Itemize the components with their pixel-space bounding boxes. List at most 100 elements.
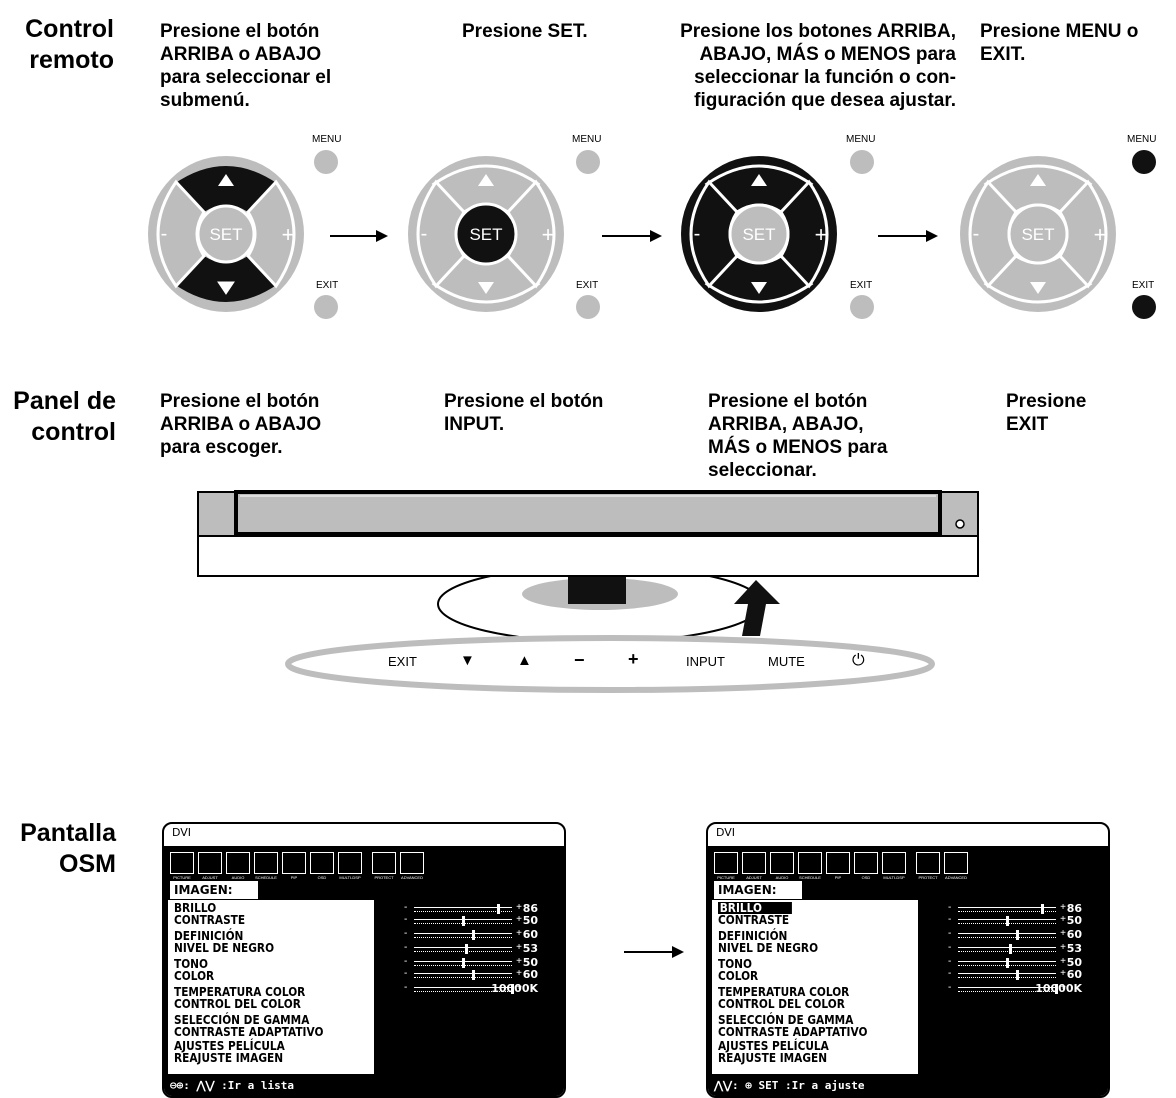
osm-item: CONTRASTE ADAPTATIVO xyxy=(174,1025,324,1039)
osm-item-list: BRILLO CONTRASTE DEFINICIÓN NIVEL DE NEG… xyxy=(712,900,918,1074)
osm-slider-knob xyxy=(511,984,514,994)
osm-slider: -+ xyxy=(948,982,1066,994)
exit-label-1: EXIT xyxy=(316,280,339,291)
osm-slider-knob xyxy=(1055,984,1058,994)
monitor-lower-bezel xyxy=(197,535,979,577)
pip-icon: PIP xyxy=(282,852,306,880)
osm-item: REAJUSTE IMAGEN xyxy=(174,1051,284,1065)
picture-icon: PICTURE xyxy=(170,852,194,880)
remote-pad-1: SET - + xyxy=(146,154,306,314)
remote-pad-3: SET - + xyxy=(679,154,839,314)
osm-header: Pantalla OSM xyxy=(20,819,116,878)
osm-footer: ⋀⋁: ⊕ SET :Ir a ajuste xyxy=(714,1079,865,1092)
remote-pad-2: SET - + xyxy=(406,154,566,314)
osm-slider: -+ xyxy=(404,928,522,940)
panel-mute-label: MUTE xyxy=(768,654,805,669)
osm-slider-knob xyxy=(471,970,475,980)
svg-text:-: - xyxy=(973,223,980,245)
osm-slider-knob xyxy=(1015,930,1019,940)
menu-label-2: MENU xyxy=(572,134,602,145)
panel-step3-text: Presione el botón ARRIBA, ABAJO, MÁS o M… xyxy=(708,391,888,481)
osm-slider: -+ xyxy=(404,956,522,968)
panel-step4-text: Presione EXIT xyxy=(1006,391,1087,435)
osm-slider-value: 50 xyxy=(522,914,538,927)
osm-item: TEMPERATURA COLOR xyxy=(718,985,850,999)
osm-slider-knob xyxy=(464,944,468,954)
osm-slider-value: 50 xyxy=(1066,914,1082,927)
multi-dsp-icon: MULTI-DSP xyxy=(338,852,362,880)
osm-item: SELECCIÓN DE GAMMA xyxy=(174,1013,310,1027)
pip-icon: PIP xyxy=(826,852,850,880)
osm-item: NIVEL DE NEGRO xyxy=(718,941,819,955)
osm-item: SELECCIÓN DE GAMMA xyxy=(718,1013,854,1027)
remote-step2b-text: Presione los botones ARRIBA, ABAJO, MÁS … xyxy=(680,21,956,111)
svg-text:SET: SET xyxy=(209,225,242,244)
button-strip-outline xyxy=(285,635,935,693)
panel-buttons: EXIT ▼ ▲ − + INPUT MUTE ⏻ xyxy=(380,649,880,674)
svg-text:-: - xyxy=(694,223,701,245)
osm-section-title: IMAGEN: xyxy=(714,881,802,899)
svg-text:SET: SET xyxy=(1021,225,1054,244)
osm-slider: -+ xyxy=(948,902,1066,914)
osm-screen-2: DVI PICTURE ADJUST AUDIO SCHEDULE PIP OS… xyxy=(706,822,1110,1098)
panel-plus-label: + xyxy=(628,649,639,669)
osm-input-name: DVI xyxy=(716,826,736,839)
osm-item: CONTROL DEL COLOR xyxy=(718,997,845,1011)
audio-icon: AUDIO xyxy=(770,852,794,880)
osm-item: BRILLO xyxy=(174,901,217,915)
osm-slider: -+ xyxy=(404,942,522,954)
exit-label-4: EXIT xyxy=(1132,280,1155,291)
osm-slider-panel: -+86-+50-+60-+53-+50-+60-+10000K xyxy=(918,900,1104,1074)
osm-slider-value: 10000K xyxy=(491,982,538,995)
svg-text:SET: SET xyxy=(469,225,502,244)
pointer-arrow xyxy=(734,580,780,636)
exit-label-2: EXIT xyxy=(576,280,599,291)
osm-slider-value: 50 xyxy=(522,956,538,969)
osm-slider: -+ xyxy=(404,968,522,980)
svg-text:SET: SET xyxy=(742,225,775,244)
osm-slider-value: 86 xyxy=(1066,902,1082,915)
set-button xyxy=(454,202,518,266)
panel-step1-text: Presione el botón ARRIBA o ABAJO para es… xyxy=(160,391,322,458)
osm-slider-value: 53 xyxy=(1066,942,1082,955)
osd-icon: OSD xyxy=(854,852,878,880)
schedule-icon: SCHEDULE xyxy=(798,852,822,880)
osm-slider-knob xyxy=(462,916,465,926)
power-icon: ⏻ xyxy=(852,650,865,669)
osm-item: DEFINICIÓN xyxy=(718,929,788,943)
osm-slider-knob xyxy=(1006,958,1009,968)
panel-down-label: ▼ xyxy=(460,652,475,669)
osm-input-name: DVI xyxy=(172,826,192,839)
osm-item: CONTRASTE xyxy=(718,913,790,927)
multi-dsp-icon: MULTI-DSP xyxy=(882,852,906,880)
panel-up-label: ▲ xyxy=(517,652,532,669)
osm-slider-knob xyxy=(497,904,501,914)
osm-section-title: IMAGEN: xyxy=(170,881,258,899)
osm-slider-value: 86 xyxy=(522,902,538,915)
osm-screen-1: DVI PICTURE ADJUST AUDIO SCHEDULE PIP OS… xyxy=(162,822,566,1098)
osm-item: COLOR xyxy=(718,969,759,983)
menu-label-1: MENU xyxy=(312,134,342,145)
svg-text:+: + xyxy=(282,222,295,247)
remote-step2a-text: Presione SET. xyxy=(462,21,588,42)
osm-arrow xyxy=(624,946,684,958)
osm-slider: -+ xyxy=(404,914,522,926)
remote-header: Control remoto xyxy=(25,15,114,74)
osm-slider-panel: -+86-+50-+60-+53-+50-+60-+10000K xyxy=(374,900,560,1074)
schedule-icon: SCHEDULE xyxy=(254,852,278,880)
audio-icon: AUDIO xyxy=(226,852,250,880)
arrow-2 xyxy=(602,230,662,242)
svg-text:+: + xyxy=(542,222,555,247)
menu-label-3: MENU xyxy=(846,134,876,145)
panel-step2-text: Presione el botón INPUT. xyxy=(444,391,604,435)
osm-item: AJUSTES PELÍCULA xyxy=(718,1039,829,1053)
menu-button-3 xyxy=(850,150,874,174)
osm-slider-knob xyxy=(1006,916,1009,926)
osm-item: AJUSTES PELÍCULA xyxy=(174,1039,285,1053)
exit-button-1 xyxy=(314,295,338,319)
osm-slider-knob xyxy=(1015,970,1019,980)
arrow-1 xyxy=(330,230,388,242)
protect-icon: PROTECT xyxy=(372,852,396,880)
monitor-illustration xyxy=(197,490,979,693)
pad-up-button xyxy=(174,166,278,212)
